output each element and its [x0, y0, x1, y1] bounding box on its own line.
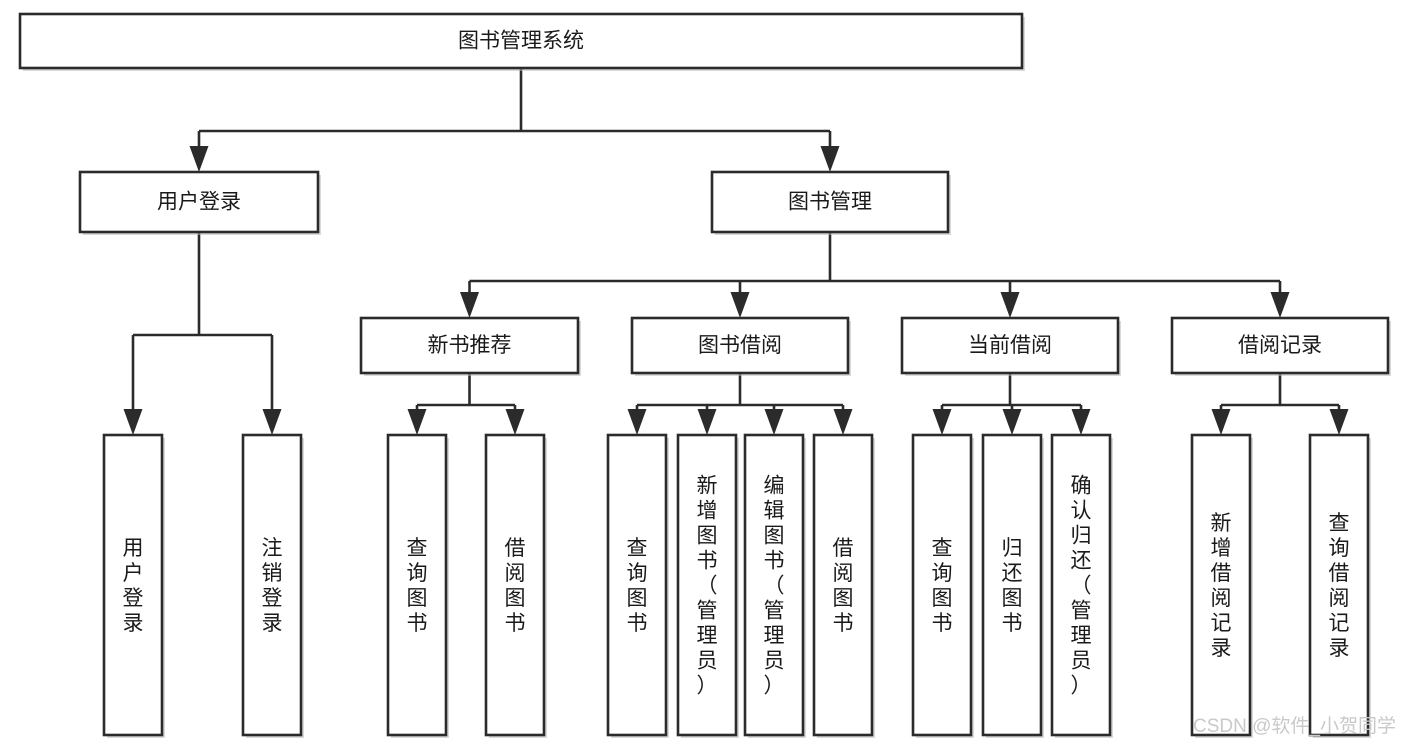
- node-cur-return-book[interactable]: 归还图书: [981, 433, 1044, 738]
- node-current-borrow[interactable]: 当前借阅: [900, 316, 1121, 376]
- node-label-book-manage: 图书管理: [788, 191, 872, 214]
- node-label-root: 图书管理系统: [458, 30, 584, 53]
- node-book-borrow[interactable]: 图书借阅: [630, 316, 851, 376]
- node-label-new-book-recommend: 新书推荐: [428, 334, 512, 357]
- node-cur-confirm-return[interactable]: 确认归还（管理员）: [1050, 433, 1113, 738]
- node-root[interactable]: 图书管理系统: [18, 12, 1025, 71]
- node-label-user-logout: 注销登录: [262, 537, 283, 635]
- nodes-layer: 图书管理系统用户登录用户登录注销登录图书管理新书推荐查询图书借阅图书图书借阅查询…: [18, 12, 1391, 738]
- node-label-cur-query-book: 查询图书: [932, 537, 953, 635]
- node-label-borrow-record: 借阅记录: [1238, 334, 1322, 357]
- node-brw-edit-book[interactable]: 编辑图书（管理员）: [743, 433, 806, 738]
- node-label-brw-query-book: 查询图书: [627, 537, 648, 635]
- node-label-current-borrow: 当前借阅: [968, 334, 1052, 357]
- node-book-manage[interactable]: 图书管理: [710, 170, 951, 235]
- node-borrow-record[interactable]: 借阅记录: [1170, 316, 1391, 376]
- node-user-login[interactable]: 用户登录: [78, 170, 321, 235]
- node-label-book-borrow: 图书借阅: [698, 334, 782, 357]
- node-label-brw-add-book: 新增图书（管理员）: [697, 475, 718, 698]
- node-label-rec-query-book: 查询图书: [407, 537, 428, 635]
- node-label-rec-borrow-book: 借阅图书: [505, 537, 526, 635]
- node-label-user-login-do: 用户登录: [123, 537, 144, 635]
- node-label-rec-add-record: 新增借阅记录: [1211, 512, 1232, 660]
- node-new-book-recommend[interactable]: 新书推荐: [359, 316, 581, 376]
- node-label-user-login: 用户登录: [157, 191, 241, 214]
- node-rec-borrow-book[interactable]: 借阅图书: [484, 433, 547, 738]
- node-label-cur-confirm-return: 确认归还（管理员）: [1071, 475, 1092, 698]
- node-label-brw-borrow-book: 借阅图书: [833, 537, 854, 635]
- node-user-logout[interactable]: 注销登录: [241, 433, 304, 738]
- node-rec-query-book[interactable]: 查询图书: [386, 433, 449, 738]
- node-rec-add-record[interactable]: 新增借阅记录: [1190, 433, 1253, 738]
- node-brw-add-book[interactable]: 新增图书（管理员）: [676, 433, 739, 738]
- node-user-login-do[interactable]: 用户登录: [102, 433, 165, 738]
- node-label-cur-return-book: 归还图书: [1002, 537, 1023, 635]
- watermark-layer: CSDN @软件_小贺同学: [1193, 715, 1396, 737]
- node-rec-query-record[interactable]: 查询借阅记录: [1308, 433, 1371, 738]
- node-cur-query-book[interactable]: 查询图书: [911, 433, 974, 738]
- connectors-layer: [123, 68, 1349, 435]
- node-label-rec-query-record: 查询借阅记录: [1329, 512, 1350, 660]
- node-label-brw-edit-book: 编辑图书（管理员）: [764, 475, 785, 698]
- node-brw-borrow-book[interactable]: 借阅图书: [812, 433, 875, 738]
- watermark-label: CSDN @软件_小贺同学: [1193, 715, 1396, 737]
- node-brw-query-book[interactable]: 查询图书: [606, 433, 669, 738]
